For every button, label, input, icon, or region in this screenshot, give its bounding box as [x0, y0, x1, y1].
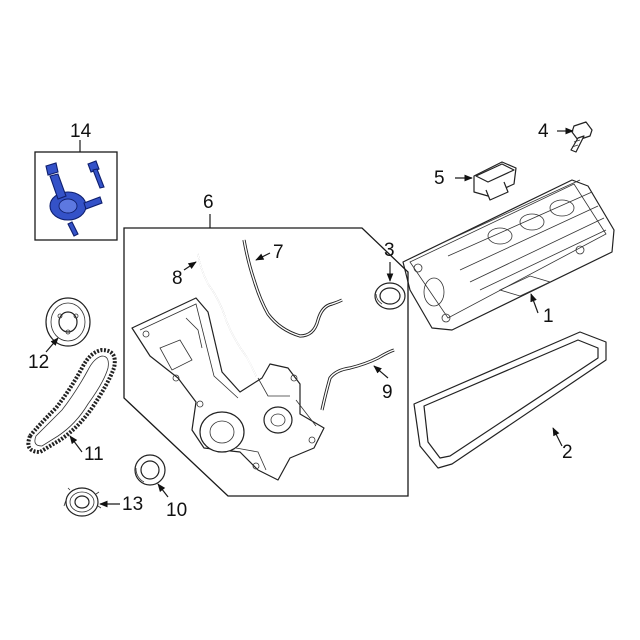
- callout-7[interactable]: 7: [273, 242, 284, 263]
- camshaft-sensor-highlighted[interactable]: [45, 162, 103, 237]
- callout-2[interactable]: 2: [562, 442, 573, 463]
- callout-6[interactable]: 6: [203, 192, 214, 213]
- part-1-valve-cover[interactable]: [402, 179, 615, 331]
- sensor-bolt-highlighted[interactable]: [87, 160, 105, 189]
- part-14-box: [34, 151, 118, 241]
- part-5-breather[interactable]: [473, 161, 517, 201]
- leader-12: [45, 337, 59, 353]
- part-7-cover-gasket[interactable]: [242, 239, 343, 338]
- leader-11: [69, 435, 83, 453]
- part-10-crank-seal[interactable]: [134, 454, 166, 486]
- part-6-timing-cover[interactable]: [131, 297, 325, 481]
- callout-5[interactable]: 5: [434, 168, 445, 189]
- callout-14[interactable]: 14: [70, 121, 92, 142]
- leader-9: [373, 365, 389, 379]
- part-3-seal[interactable]: [374, 282, 406, 310]
- callout-3[interactable]: 3: [384, 240, 395, 261]
- part-11-timing-chain[interactable]: [26, 347, 117, 455]
- part-2-gasket[interactable]: [413, 331, 607, 469]
- callout-1[interactable]: 1: [543, 306, 554, 327]
- part-14-group: 14: [34, 121, 118, 241]
- part-4-bolt[interactable]: [570, 121, 593, 153]
- part-8-cover-gasket[interactable]: [197, 253, 257, 377]
- callout-8[interactable]: 8: [172, 268, 183, 289]
- leader-1: [530, 293, 539, 314]
- leader-10: [157, 483, 169, 498]
- part-6-box: [123, 227, 409, 497]
- callout-12[interactable]: 12: [28, 352, 49, 373]
- callout-9[interactable]: 9: [382, 382, 393, 403]
- part-13-crank-gear[interactable]: [63, 487, 102, 517]
- callout-4[interactable]: 4: [538, 121, 549, 142]
- part-12-sprocket[interactable]: [45, 297, 91, 347]
- callout-10[interactable]: 10: [166, 500, 187, 521]
- callout-11[interactable]: 11: [84, 444, 104, 465]
- part-9-cover-gasket[interactable]: [320, 348, 395, 411]
- leader-7: [255, 252, 271, 261]
- leader-8: [183, 261, 197, 271]
- callout-13[interactable]: 13: [122, 494, 143, 515]
- leader-2: [552, 427, 563, 447]
